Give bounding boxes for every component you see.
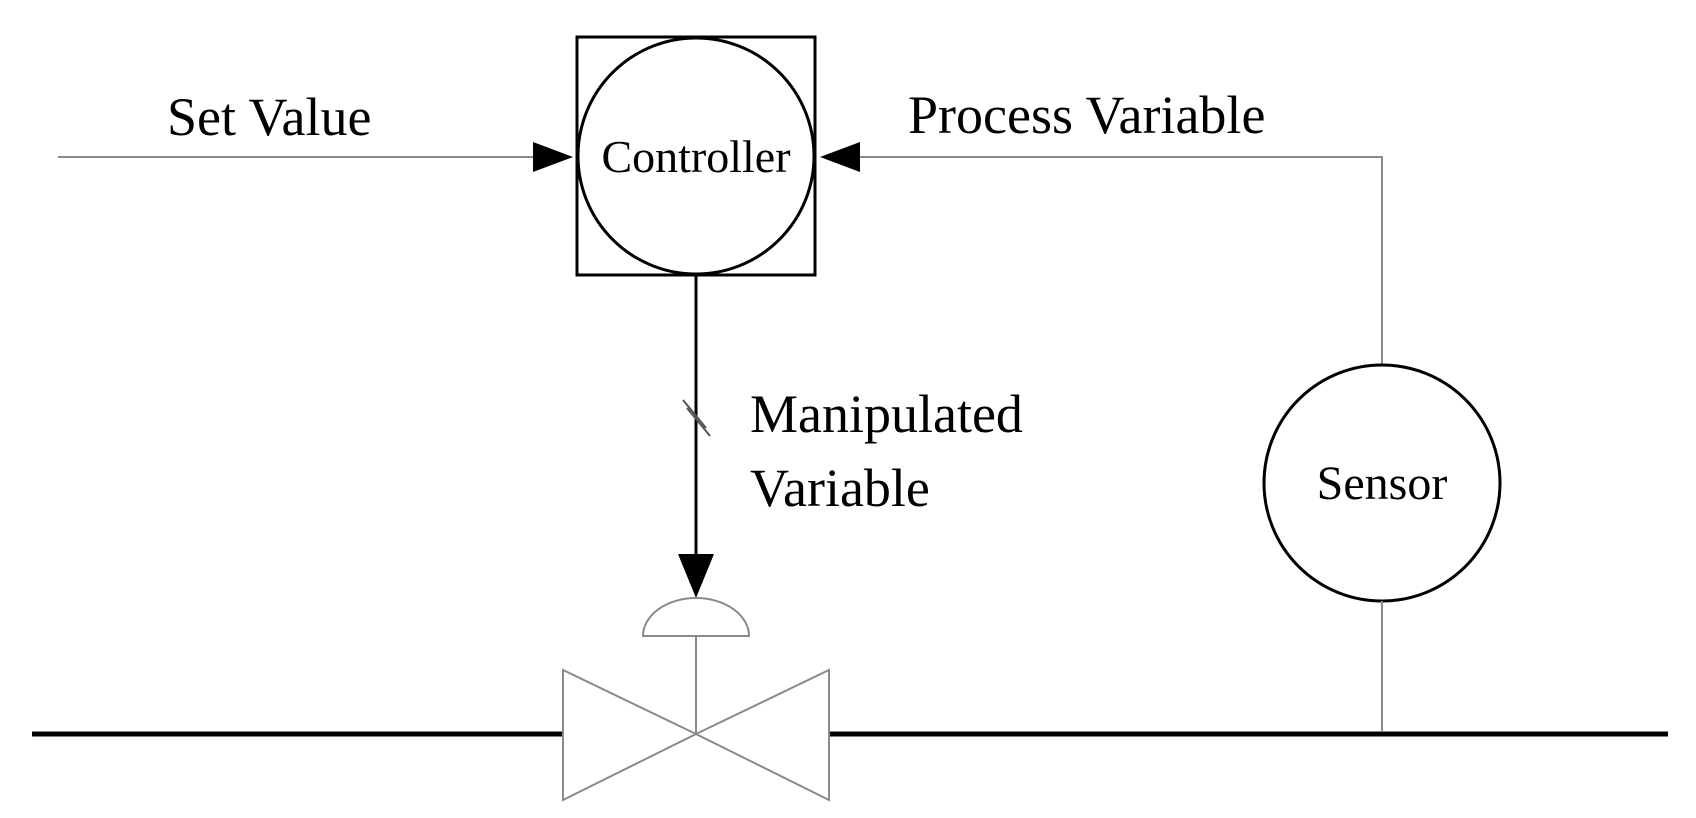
valve-actuator — [641, 597, 751, 637]
set-value-arrowhead — [533, 142, 573, 172]
controller-label: Controller — [601, 131, 790, 182]
manipulated-variable-arrowhead — [678, 554, 714, 598]
valve-body-right — [693, 668, 830, 802]
process-variable-label: Process Variable — [908, 85, 1265, 145]
manipulated-variable-label-line2: Variable — [750, 458, 930, 518]
signal-break-mark — [682, 399, 711, 437]
set-value-label: Set Value — [167, 87, 371, 147]
process-variable-arrowhead — [820, 142, 860, 172]
controller-circle — [576, 36, 816, 276]
valve-body-left — [562, 668, 699, 802]
process-variable-line — [858, 156, 1383, 365]
manipulated-variable-label-line1: Manipulated — [750, 384, 1023, 444]
sensor-label: Sensor — [1317, 457, 1448, 510]
